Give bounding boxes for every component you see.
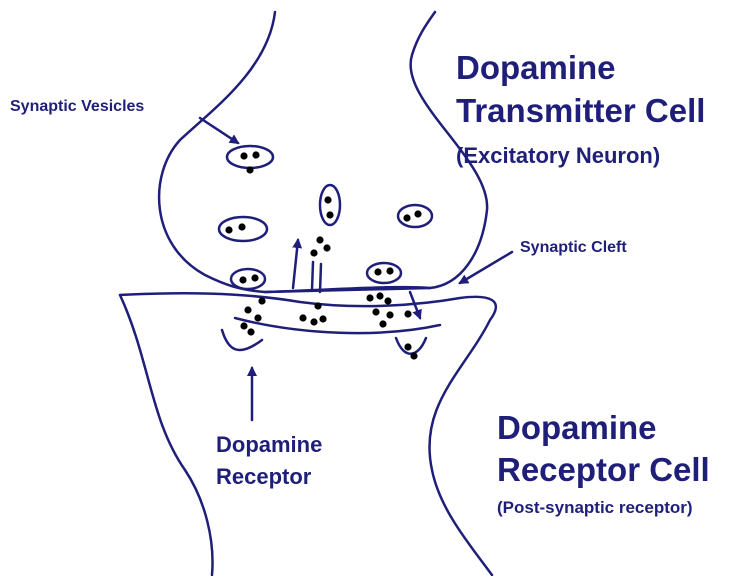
receptor-cell-subtitle: (Post-synaptic receptor) [497, 497, 693, 518]
dopamine-molecule [225, 226, 232, 233]
vesicle [227, 146, 273, 168]
dopamine-molecule [374, 268, 381, 275]
dopamine-molecule [384, 297, 391, 304]
dopamine-receptor-label-line2: Receptor [216, 464, 311, 490]
dopamine-molecule [239, 276, 246, 283]
dopamine-molecule [316, 236, 323, 243]
dopamine-molecule [244, 306, 251, 313]
dopamine-molecule [254, 314, 261, 321]
release-line [320, 264, 321, 292]
vesicle [398, 205, 432, 227]
dopamine-molecule [414, 210, 421, 217]
dopamine-molecule [310, 249, 317, 256]
dopamine-molecule [310, 318, 317, 325]
dopamine-molecule [240, 152, 247, 159]
dopamine-molecule [386, 267, 393, 274]
synaptic-vesicles-label: Synaptic Vesicles [10, 97, 144, 117]
receptor-cell-title-line2: Receptor Cell [497, 450, 710, 489]
vesicle [320, 185, 340, 225]
dopamine-molecule [246, 166, 253, 173]
dopamine-molecule [299, 314, 306, 321]
dopamine-molecule [366, 294, 373, 301]
dopamine-molecule [372, 308, 379, 315]
dopamine-molecule [404, 310, 411, 317]
dopamine-molecule [314, 302, 321, 309]
vesicles-pointer-arrow [200, 118, 238, 143]
dopamine-molecule [258, 297, 265, 304]
receptor-membrane [235, 318, 440, 333]
synaptic-cleft-label: Synaptic Cleft [520, 238, 627, 258]
dopamine-molecule [238, 223, 245, 230]
dopamine-molecule [404, 343, 411, 350]
release-arrow [293, 240, 298, 288]
receptor-cell-title-line1: Dopamine [497, 408, 657, 447]
transmitter-cell-outline [159, 12, 487, 292]
transmitter-cell-title-line1: Dopamine [456, 48, 616, 87]
dopamine-molecule [247, 328, 254, 335]
dopamine-molecule [410, 352, 417, 359]
dopamine-molecule [326, 211, 333, 218]
receptor-cell-left-edge [120, 295, 213, 575]
dopamine-receptor-label-line1: Dopamine [216, 432, 322, 458]
transmitter-cell-subtitle: (Excitatory Neuron) [456, 143, 660, 169]
dopamine-molecule [240, 322, 247, 329]
dopamine-molecule [319, 315, 326, 322]
dopamine-molecule [379, 320, 386, 327]
vesicle [231, 269, 265, 289]
dopamine-molecule [324, 196, 331, 203]
vesicle [367, 263, 401, 283]
dopamine-molecule [403, 214, 410, 221]
dopamine-molecule [251, 274, 258, 281]
dopamine-molecule [323, 244, 330, 251]
dopamine-molecule [376, 292, 383, 299]
receptor-pocket-left [222, 330, 262, 350]
cleft-pointer-arrow [460, 252, 512, 283]
release-line [312, 262, 313, 290]
dopamine-molecule [252, 151, 259, 158]
transmitter-cell-title-line2: Transmitter Cell [456, 91, 705, 130]
dopamine-molecule [386, 311, 393, 318]
